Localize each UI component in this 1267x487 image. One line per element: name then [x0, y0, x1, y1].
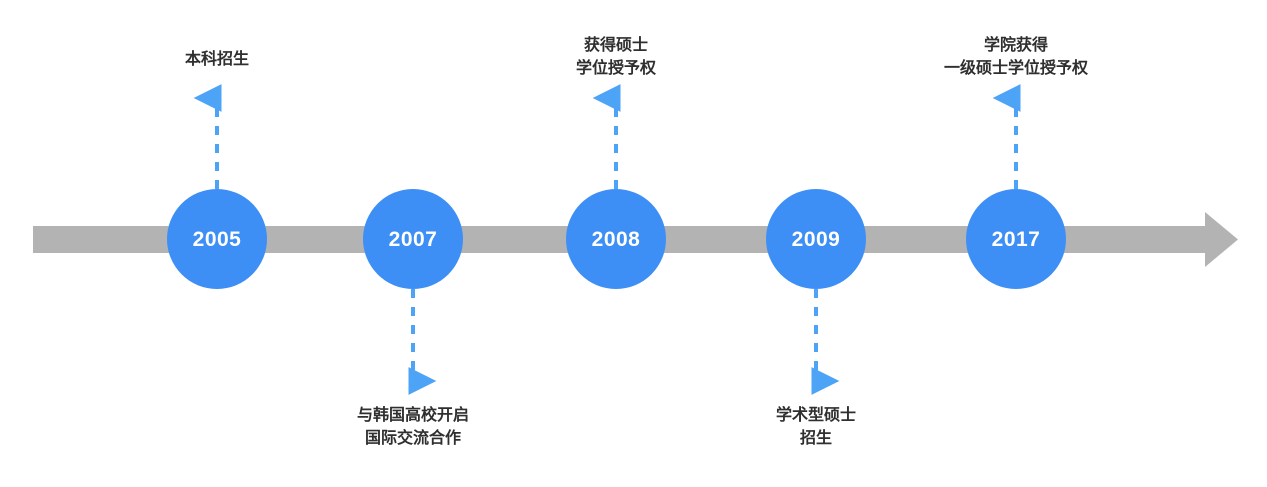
event-label-line: 学术型硕士	[775, 407, 857, 424]
milestone-year-label: 2009	[791, 227, 841, 251]
milestone-node-2009[interactable]: 2009	[766, 189, 866, 289]
milestone-node-2007[interactable]: 2007	[363, 189, 463, 289]
event-label-line: 招生	[799, 430, 833, 448]
event-label-line: 国际交流合作	[364, 430, 462, 448]
milestone-year-label: 2008	[591, 227, 641, 251]
milestone-node-2017[interactable]: 2017	[966, 189, 1066, 289]
connector-lines	[193, 84, 1021, 395]
event-label-2009: 学术型硕士 招生	[776, 404, 856, 450]
event-label-2017: 学院获得 一级硕士学位授予权	[944, 34, 1088, 80]
event-label-2008: 获得硕士 学位授予权	[576, 34, 656, 80]
milestone-node-2005[interactable]: 2005	[167, 189, 267, 289]
event-label-line: 与韩国高校开启	[356, 407, 470, 424]
milestone-year-label: 2017	[991, 227, 1041, 251]
timeline-axis-arrowhead	[1205, 212, 1238, 267]
event-label-line: 一级硕士学位授予权	[943, 60, 1089, 78]
event-label-2007: 与韩国高校开启 国际交流合作	[357, 404, 469, 450]
event-label-line: 本科招生	[184, 51, 250, 68]
milestone-year-label: 2005	[192, 227, 242, 251]
milestone-node-2008[interactable]: 2008	[566, 189, 666, 289]
event-label-line: 获得硕士	[583, 37, 649, 54]
event-label-line: 学院获得	[983, 37, 1049, 54]
event-label-2005: 本科招生	[185, 48, 249, 71]
milestone-year-label: 2007	[388, 227, 438, 251]
event-label-line: 学位授予权	[575, 60, 657, 78]
